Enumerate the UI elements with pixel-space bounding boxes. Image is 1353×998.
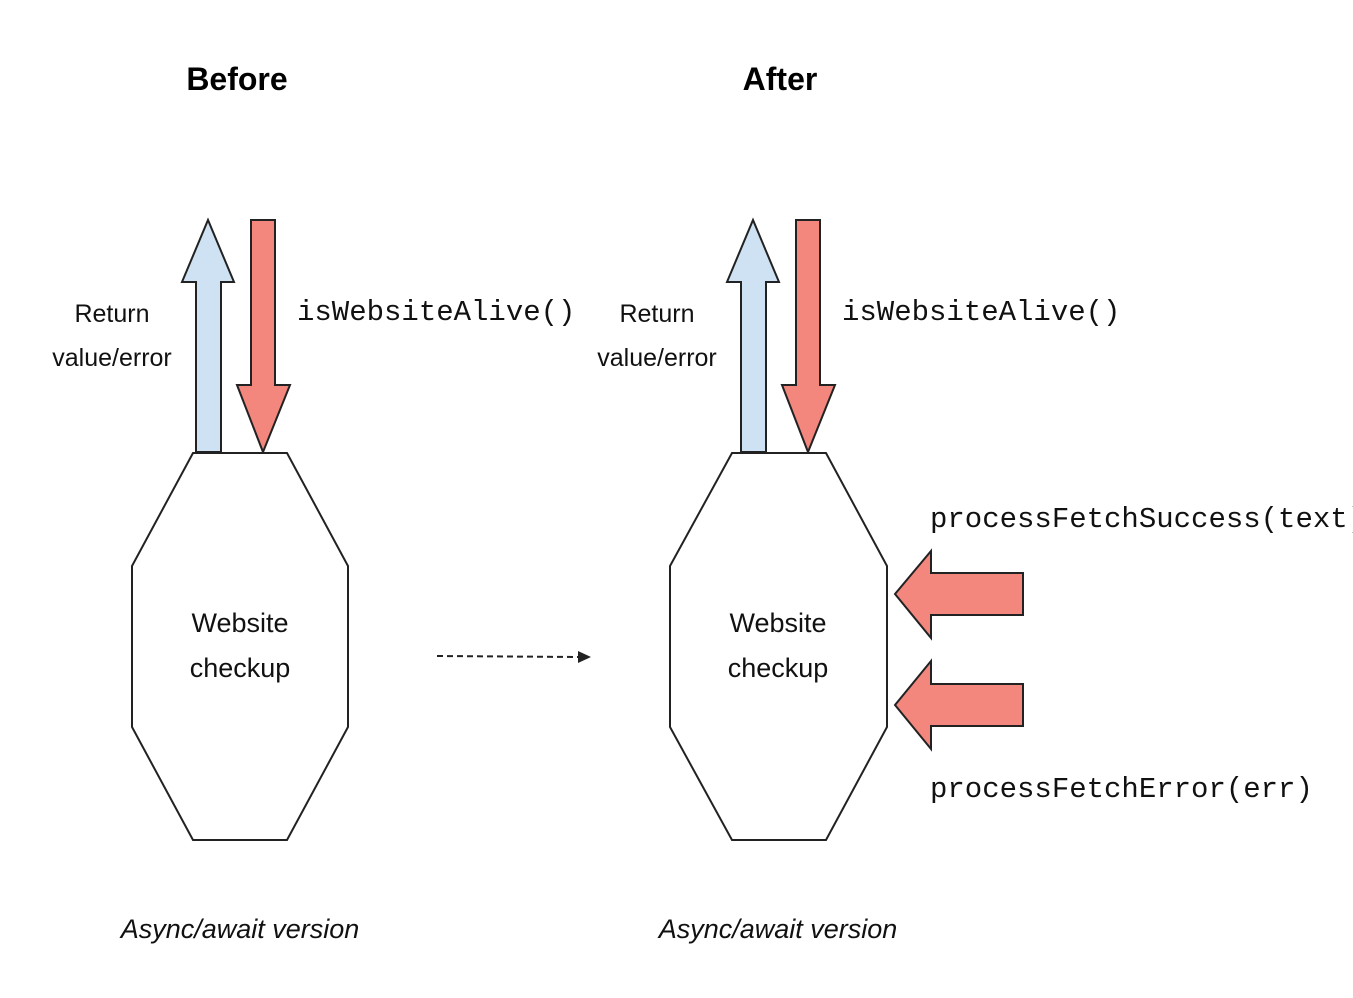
error-callback-label: processFetchError(err) — [930, 773, 1313, 806]
after-return-label-line1: Return — [619, 300, 694, 328]
after-call-arrow — [780, 219, 837, 455]
before-return-label-line2: value/error — [52, 344, 172, 372]
before-caption: Async/await version — [119, 914, 360, 944]
after-panel: After Return value/error isWebsiteAlive(… — [597, 61, 1353, 944]
after-node-label-line1: Website — [729, 608, 826, 638]
error-callback-arrow — [893, 658, 1024, 752]
after-call-label: isWebsiteAlive() — [842, 296, 1120, 329]
before-node-label-line2: checkup — [190, 653, 291, 683]
before-call-label: isWebsiteAlive() — [297, 296, 575, 329]
before-heading: Before — [186, 61, 287, 97]
after-website-checkup-node — [669, 452, 888, 841]
before-node-label-line1: Website — [191, 608, 288, 638]
success-callback-arrow — [893, 548, 1024, 641]
transition-arrow — [436, 651, 591, 663]
success-callback-label: processFetchSuccess(text) — [930, 503, 1353, 536]
after-caption: Async/await version — [657, 914, 898, 944]
after-return-label-line2: value/error — [597, 344, 717, 372]
before-call-arrow — [235, 219, 292, 455]
after-node-label-line2: checkup — [728, 653, 829, 683]
before-panel: Before Return value/error isWebsiteAlive… — [52, 61, 575, 944]
before-return-arrow — [180, 217, 236, 453]
after-heading: After — [743, 61, 818, 97]
before-website-checkup-node — [131, 452, 349, 841]
after-return-arrow — [725, 217, 781, 453]
before-return-label-line1: Return — [74, 300, 149, 328]
